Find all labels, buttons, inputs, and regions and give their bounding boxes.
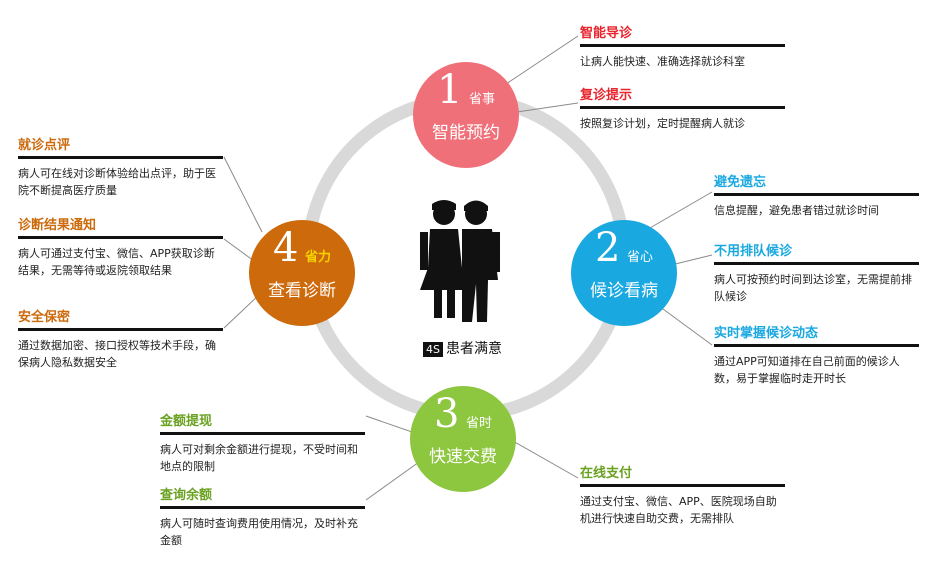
- feature-balance-query: 查询余额 病人可随时查询费用使用情况，及时补充金额: [160, 484, 365, 549]
- feature-desc: 通过支付宝、微信、APP、医院现场自助机进行快速自助交费，无需排队: [580, 495, 777, 525]
- feature-desc: 病人可随时查询费用使用情况，及时补充金额: [160, 517, 358, 547]
- step-number: 3: [434, 391, 460, 437]
- connector-line: [509, 102, 579, 114]
- step-name: 候诊看病: [590, 281, 658, 301]
- step-number: 2: [595, 225, 621, 271]
- feature-desc: 病人可在线对诊断体验给出点评，助于医院不断提高医疗质量: [18, 167, 216, 197]
- connector-line: [223, 156, 263, 233]
- feature-revisit-reminder: 复诊提示 按照复诊计划，定时提醒病人就诊: [580, 84, 785, 132]
- step-3-node[interactable]: 3 省时 快速交费: [410, 386, 516, 492]
- feature-desc: 病人可按预约时间到达诊室，无需提前排队候诊: [714, 273, 912, 303]
- step-tag: 省事: [469, 92, 496, 107]
- feature-avoid-forget: 避免遗忘 信息提醒，避免患者错过就诊时间: [714, 171, 919, 219]
- feature-desc: 按照复诊计划，定时提醒病人就诊: [580, 117, 745, 130]
- feature-title: 就诊点评: [18, 134, 223, 159]
- feature-title: 智能导诊: [580, 22, 785, 47]
- feature-desc: 病人可通过支付宝、微信、APP获取诊断结果，无需等待或返院领取结果: [18, 247, 215, 277]
- feature-title: 不用排队候诊: [714, 240, 919, 265]
- step-tag: 省心: [627, 250, 654, 265]
- step-number: 4: [273, 225, 299, 271]
- feature-realtime-queue: 实时掌握候诊动态 通过APP可知道排在自己前面的候诊人数，易于掌握临时走开时长: [714, 322, 919, 387]
- connector-line: [223, 238, 255, 262]
- connector-line: [502, 35, 579, 87]
- step-number: 1: [437, 67, 463, 113]
- feature-diagnosis-notice: 诊断结果通知 病人可通过支付宝、微信、APP获取诊断结果，无需等待或返院领取结果: [18, 214, 223, 279]
- feature-smart-guide: 智能导诊 让病人能快速、准确选择就诊科室: [580, 22, 785, 70]
- feature-title: 实时掌握候诊动态: [714, 322, 919, 347]
- feature-title: 查询余额: [160, 484, 365, 509]
- feature-online-payment: 在线支付 通过支付宝、微信、APP、医院现场自助机进行快速自助交费，无需排队: [580, 462, 785, 527]
- center-text: 患者满意: [445, 341, 502, 357]
- step-4-node[interactable]: 4 省力 查看诊断: [249, 220, 355, 326]
- feature-desc: 让病人能快速、准确选择就诊科室: [580, 55, 745, 68]
- feature-title: 避免遗忘: [714, 171, 919, 196]
- feature-no-queue: 不用排队候诊 病人可按预约时间到达诊室，无需提前排队候诊: [714, 240, 919, 305]
- feature-review: 就诊点评 病人可在线对诊断体验给出点评，助于医院不断提高医疗质量: [18, 134, 223, 199]
- feature-desc: 病人可对剩余金额进行提现，不受时间和地点的限制: [160, 443, 358, 473]
- step-2-node[interactable]: 2 省心 候诊看病: [571, 220, 677, 326]
- feature-security: 安全保密 通过数据加密、接口授权等技术手段，确保病人隐私数据安全: [18, 306, 223, 371]
- feature-title: 诊断结果通知: [18, 214, 223, 239]
- step-tag: 省力: [305, 250, 332, 265]
- patient-couple-icon: [420, 200, 500, 322]
- step-name: 查看诊断: [268, 281, 336, 301]
- feature-withdraw: 金额提现 病人可对剩余金额进行提现，不受时间和地点的限制: [160, 410, 365, 475]
- step-name: 智能预约: [432, 123, 500, 143]
- 4s-badge: 4S: [423, 342, 443, 357]
- connector-line: [365, 461, 420, 501]
- feature-title: 金额提现: [160, 410, 365, 435]
- feature-desc: 通过数据加密、接口授权等技术手段，确保病人隐私数据安全: [18, 339, 216, 369]
- step-1-node[interactable]: 1 省事 智能预约: [413, 62, 519, 168]
- feature-title: 安全保密: [18, 306, 223, 331]
- step-tag: 省时: [466, 416, 493, 431]
- connector-line: [505, 436, 579, 479]
- feature-title: 在线支付: [580, 462, 785, 487]
- feature-desc: 信息提醒，避免患者错过就诊时间: [714, 204, 879, 217]
- feature-desc: 通过APP可知道排在自己前面的候诊人数，易于掌握临时走开时长: [714, 355, 900, 385]
- connector-line: [642, 191, 713, 233]
- feature-title: 复诊提示: [580, 84, 785, 109]
- step-name: 快速交费: [429, 447, 497, 467]
